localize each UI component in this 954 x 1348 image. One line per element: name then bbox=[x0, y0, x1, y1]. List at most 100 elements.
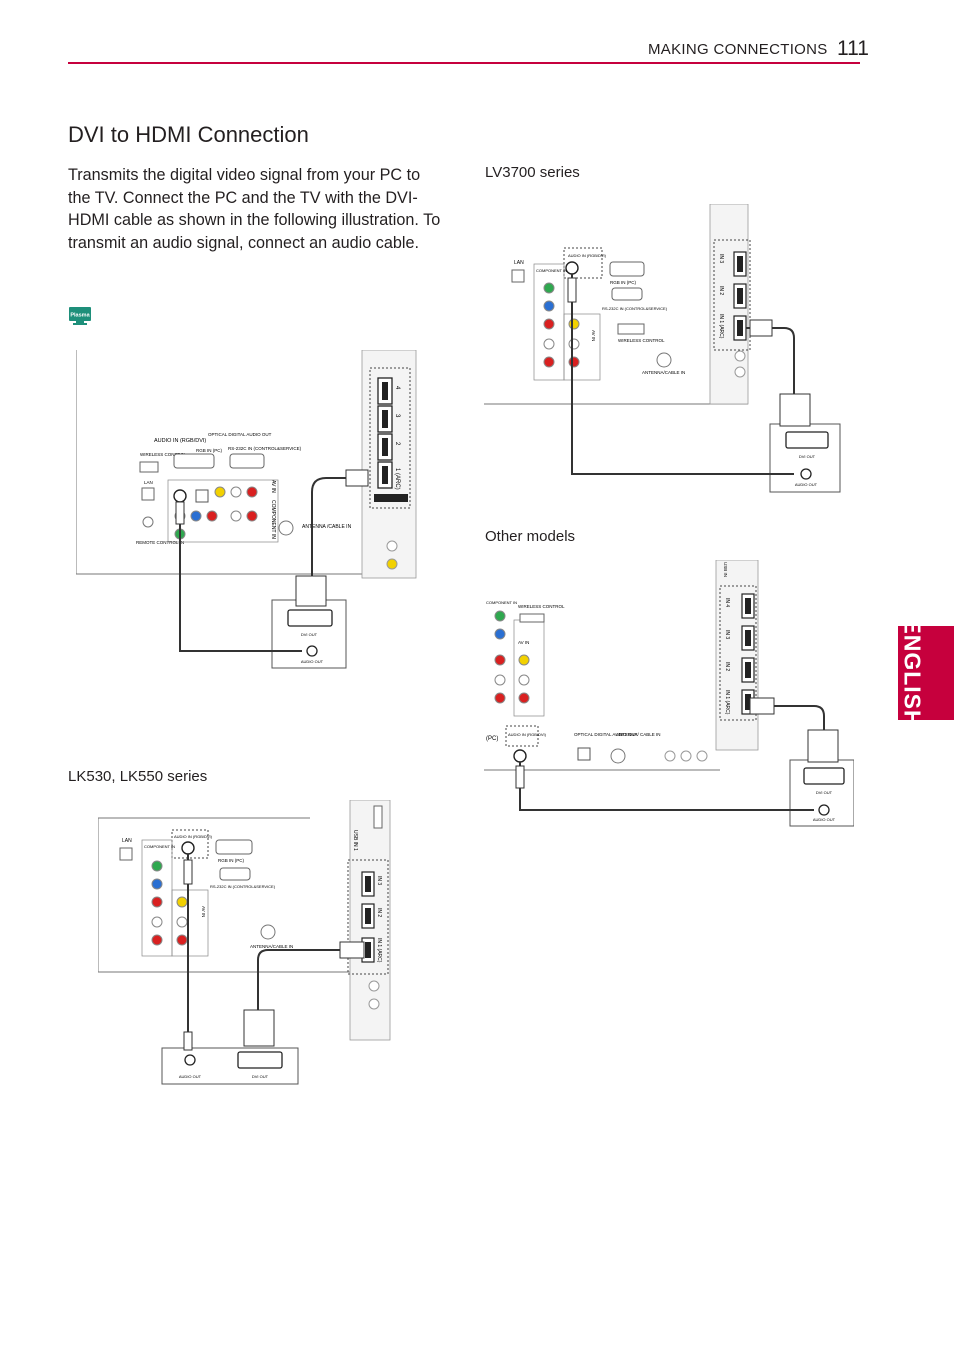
other-hdmi-label-1: IN 1 (ARC) bbox=[724, 690, 730, 715]
other-pc-dvi-port bbox=[803, 767, 845, 785]
plasma-rs232-port bbox=[229, 453, 265, 469]
plasma-comp-audio-r-jack bbox=[246, 510, 258, 522]
lv3700-dvi-plug bbox=[779, 393, 811, 427]
lk530-comp-pr-jack bbox=[151, 896, 163, 908]
lk530-hdmi-label-1: IN 1 (ARC) bbox=[376, 938, 382, 963]
caption-lv3700: LV3700 series bbox=[485, 164, 580, 181]
lk530-side-jack-1 bbox=[368, 980, 380, 992]
lk530-hdmi-label-2: IN 2 bbox=[376, 908, 382, 917]
lk530-av-audio-r-jack bbox=[176, 934, 188, 946]
plasma-dvi-hdmi-cable bbox=[311, 477, 364, 590]
plasma-rgb-in-label: RGB IN (PC) bbox=[196, 448, 223, 453]
plasma-pc-audio-out-jack bbox=[306, 645, 318, 657]
lv3700-side-jack-1 bbox=[734, 350, 746, 362]
other-component-label: COMPONENT IN bbox=[486, 600, 517, 605]
plasma-dvi-out-label: DVI OUT bbox=[301, 632, 318, 637]
lv3700-wireless-port bbox=[617, 323, 645, 335]
other-av-in-label: AV IN bbox=[518, 640, 529, 645]
lk530-pc-audio-out-jack bbox=[184, 1054, 196, 1066]
lk530-hdmi-port-1 bbox=[361, 937, 375, 963]
plasma-comp-audio-l-jack bbox=[230, 510, 242, 522]
lv3700-audio-in-label: AUDIO IN (RGB/DVI) bbox=[568, 253, 607, 258]
lk530-connection-diagram: USB IN 1 IN 3 IN 2 IN 1 (ARC) LAN AUDIO … bbox=[98, 800, 391, 1085]
other-side-jack-1 bbox=[664, 750, 676, 762]
other-pc-audio-out-jack bbox=[818, 804, 830, 816]
other-comp-audio-r-jack bbox=[494, 692, 506, 704]
plasma-rs232-label: RS-232C IN (CONTROL&SERVICE) bbox=[228, 446, 302, 451]
other-audio-in-group bbox=[505, 725, 539, 747]
lk530-comp-audio-l-jack bbox=[151, 916, 163, 928]
plasma-panel-outline bbox=[76, 350, 362, 575]
lv3700-av-in-label: AV IN bbox=[591, 330, 596, 341]
lv3700-comp-audio-l-jack bbox=[543, 338, 555, 350]
plasma-optical-label: OPTICAL DIGITAL AUDIO OUT bbox=[208, 432, 272, 437]
lk530-rs232-port bbox=[219, 867, 251, 881]
plasma-tv-icon: Plasma bbox=[69, 307, 91, 325]
lk530-rgb-port bbox=[215, 839, 253, 855]
plasma-remote-label: REMOTE CONTROL IN bbox=[136, 540, 184, 545]
lk530-audio-in-jack bbox=[181, 841, 195, 855]
other-dvi-plug bbox=[807, 729, 839, 763]
other-hdmi-port-4 bbox=[741, 593, 755, 619]
plasma-hdmi-label-3: 3 bbox=[394, 414, 400, 418]
plasma-hdmi-label-4: 4 bbox=[394, 386, 400, 390]
lv3700-rs232-port bbox=[611, 287, 643, 301]
lk530-usb-label: USB IN 1 bbox=[352, 830, 358, 851]
plasma-dvi-plug bbox=[295, 575, 327, 607]
plasma-hdmi-port-4 bbox=[377, 377, 393, 405]
plasma-hdmi-port-2 bbox=[377, 433, 393, 461]
lk530-dvi-hdmi-cable bbox=[257, 949, 364, 1010]
lv3700-hdmi-port-1 bbox=[733, 315, 747, 341]
lv3700-audio-in-jack bbox=[565, 261, 579, 275]
lv3700-comp-y-jack bbox=[543, 282, 555, 294]
lv3700-av-audio-r-jack bbox=[568, 356, 580, 368]
caption-other-models: Other models bbox=[485, 528, 576, 545]
other-av-video-jack bbox=[518, 654, 530, 666]
intro-paragraph: Transmits the digital video signal from … bbox=[68, 166, 441, 252]
plasma-av-in-label: AV IN bbox=[270, 480, 276, 493]
lk530-lan-label: LAN bbox=[122, 838, 132, 844]
plasma-antenna-jack bbox=[278, 520, 294, 536]
caption-lk530: LK530, LK550 series bbox=[68, 768, 208, 785]
plasma-side-jack bbox=[386, 540, 398, 552]
lv3700-wireless-label: WIRELESS CONTROL bbox=[618, 338, 665, 343]
lk530-av-group bbox=[171, 889, 209, 957]
other-models-connection-diagram: IN 4 IN 3 IN 2 IN 1 (ARC) USB IN COMPONE… bbox=[484, 560, 854, 827]
lk530-hdmi-label-3: IN 3 bbox=[376, 876, 382, 885]
other-antenna-label: ANTENNA/ CABLE IN bbox=[616, 732, 661, 737]
other-hdmi-port-3 bbox=[741, 625, 755, 651]
lv3700-hdmi-label-1: IN 1 (ARC) bbox=[718, 314, 724, 339]
other-av-audio-r-jack bbox=[518, 692, 530, 704]
other-hdmi-group bbox=[719, 585, 757, 721]
lv3700-side-jack-2 bbox=[734, 366, 746, 378]
lv3700-lan-label: LAN bbox=[514, 260, 524, 266]
other-comp-pb-jack bbox=[494, 628, 506, 640]
lv3700-av-video-jack bbox=[568, 318, 580, 330]
lv3700-antenna-label: ANTENNA/CABLE IN bbox=[642, 370, 685, 375]
lv3700-comp-pb-jack bbox=[543, 300, 555, 312]
lk530-lan-port bbox=[119, 847, 133, 861]
lk530-rs232-label: RS-232C IN (CONTROL&SERVICE) bbox=[210, 884, 276, 889]
lv3700-hdmi-label-2: IN 2 bbox=[718, 286, 724, 295]
plasma-badge-label: Plasma bbox=[70, 313, 90, 319]
plasma-hdmi-label-1: 1 (ARC) bbox=[394, 468, 400, 490]
lk530-pc-dvi-port bbox=[237, 1051, 283, 1069]
lv3700-av-audio-l-jack bbox=[568, 338, 580, 350]
lv3700-connection-diagram: IN 3 IN 2 IN 1 (ARC) LAN AUDIO IN (RGB/D… bbox=[484, 204, 841, 493]
lk530-av-in-label: AV IN bbox=[201, 906, 206, 917]
other-hdmi-port-2 bbox=[741, 657, 755, 683]
lv3700-rgb-in-label: RGB IN (PC) bbox=[610, 280, 637, 285]
lv3700-dvi-out-label: DVI OUT bbox=[799, 454, 816, 459]
other-pc-label: (PC) bbox=[486, 736, 498, 742]
plasma-lan-label: LAN bbox=[144, 480, 153, 485]
plasma-hdmi-dvi-strip bbox=[374, 494, 408, 502]
lv3700-av-group bbox=[563, 313, 601, 381]
plasma-audio-in-jack bbox=[173, 489, 187, 503]
lv3700-audio-in-group bbox=[563, 247, 603, 279]
lk530-hdmi-port-2 bbox=[361, 903, 375, 929]
language-tab-label: ENGLISH bbox=[899, 618, 926, 728]
plasma-pc-dvi-port bbox=[287, 609, 333, 627]
plasma-antenna-label: ANTENNA /CABLE IN bbox=[302, 524, 352, 530]
plasma-av-group bbox=[167, 479, 279, 543]
plasma-wireless-port bbox=[139, 461, 159, 473]
